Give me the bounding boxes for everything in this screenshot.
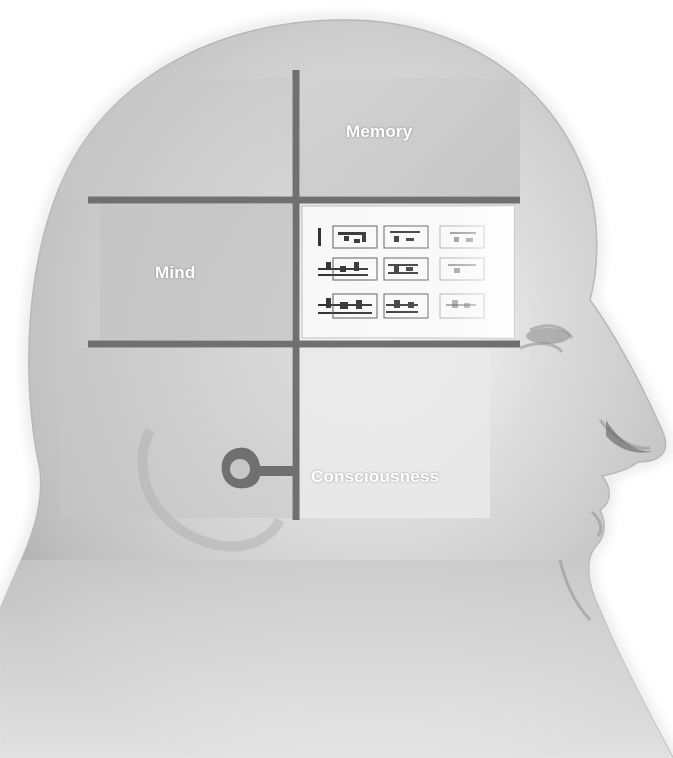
eye-shading bbox=[526, 328, 570, 344]
mind-tile bbox=[100, 204, 292, 340]
upper-left-tile bbox=[60, 78, 292, 196]
memory-label: Memory bbox=[346, 122, 412, 142]
consciousness-tile bbox=[300, 348, 490, 518]
lower-left-tile bbox=[60, 348, 292, 518]
consciousness-label: Consciousness bbox=[311, 467, 439, 487]
mind-label: Mind bbox=[155, 263, 195, 283]
pattern-thumbnail-icon bbox=[302, 206, 514, 338]
